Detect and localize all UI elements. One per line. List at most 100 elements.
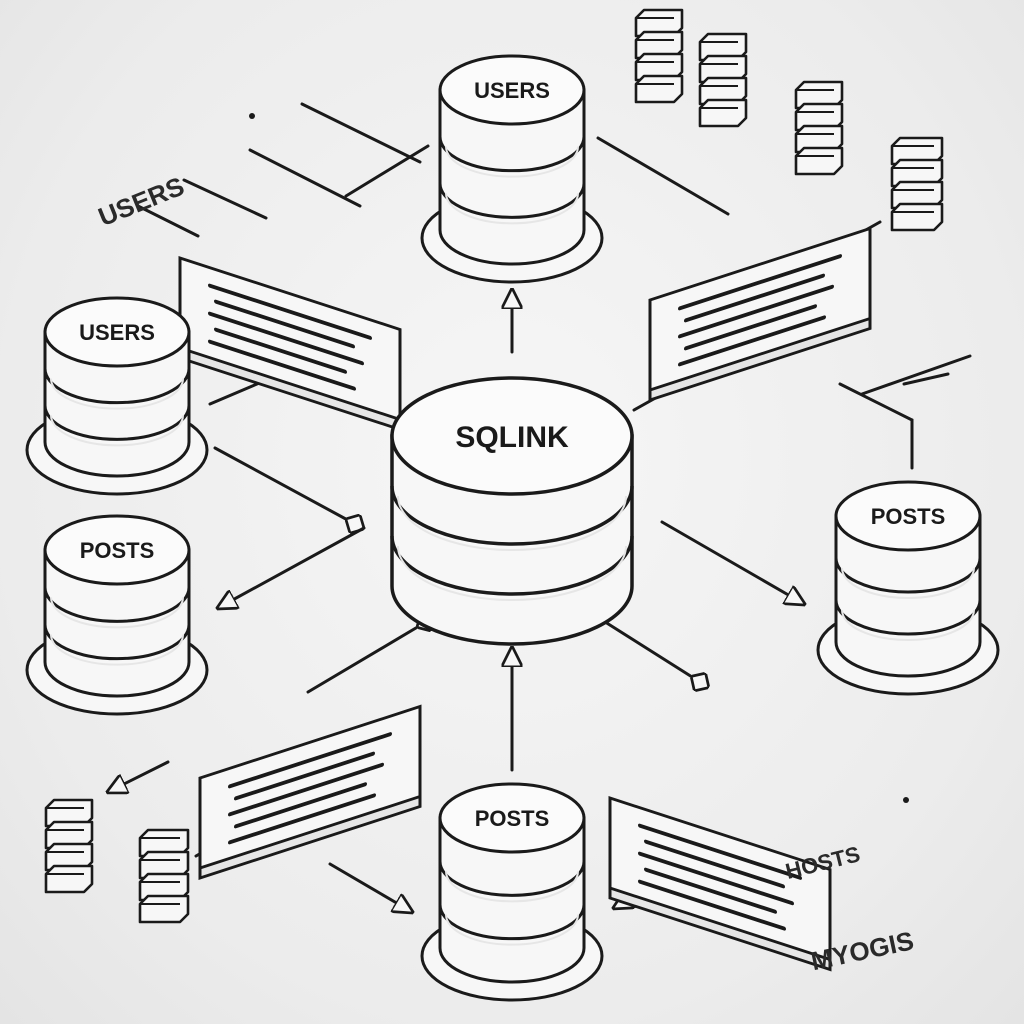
- dot: [249, 113, 255, 119]
- server-stack-icon: [44, 820, 94, 850]
- database-bottom-body: [438, 816, 586, 984]
- database-icon: [43, 514, 191, 586]
- connector-right-posts: [838, 382, 914, 422]
- connector-center-left-lower: [218, 526, 366, 608]
- server-stack-icon: [634, 52, 684, 82]
- server-stack-stack-bottom-2: [138, 828, 190, 924]
- connector-top-right-1: [596, 136, 730, 216]
- databases: USERS USERS POSTS POSTS POSTS SQLINK: [25, 54, 1000, 1002]
- connector-top-left-1: [300, 102, 422, 164]
- connector-center-lower-left: [306, 622, 426, 694]
- document-text-line: [644, 867, 777, 914]
- document-text-line: [228, 732, 392, 789]
- server-stack-icon: [698, 32, 748, 62]
- database-left-lower-band-shade: [50, 597, 184, 629]
- database-center-sqlink-band: [390, 535, 634, 596]
- connector-center-left-upper: [213, 446, 355, 524]
- server-stack-icon: [44, 842, 94, 872]
- database-left-upper-band-shade: [50, 415, 184, 447]
- database-icon: [834, 480, 982, 552]
- server-stack-icon: [794, 102, 844, 132]
- server-stack-icon: [634, 30, 684, 60]
- document-text-line: [214, 299, 355, 349]
- connector-center-lower-right: [600, 618, 700, 682]
- database-center-sqlink-band-shade: [397, 495, 627, 551]
- connector-right-misc-2: [902, 372, 950, 386]
- database-left-upper-band-shade: [50, 378, 184, 410]
- document-text-line: [638, 879, 786, 931]
- server-stack-icon: [890, 180, 944, 210]
- document-card-doc-upper-right[interactable]: [648, 226, 872, 402]
- server-stack-icon: [44, 864, 94, 894]
- server-stack-icon: [698, 98, 748, 128]
- server-stack-stack-top-1: [634, 8, 684, 104]
- connector-bottom-center-left: [328, 862, 412, 912]
- database-top-label: USERS: [474, 78, 550, 103]
- server-stack-icon: [634, 8, 684, 38]
- server-stack-stack-top-3: [794, 80, 844, 176]
- document-card-doc-upper-left[interactable]: [178, 256, 402, 432]
- database-top-band-shade: [445, 146, 579, 178]
- document-text-line: [214, 327, 347, 374]
- server-stack-icon: [138, 850, 190, 880]
- server-stack-icon: [138, 872, 190, 902]
- document-text-line: [234, 751, 375, 801]
- connector-right-misc-1: [860, 354, 972, 396]
- database-icon: [438, 782, 586, 854]
- document-text-line: [208, 339, 356, 391]
- database-left-lower[interactable]: POSTS: [25, 514, 209, 716]
- database-top[interactable]: USERS: [420, 54, 604, 284]
- server-stacks: [44, 8, 944, 924]
- database-left-upper[interactable]: USERS: [25, 296, 209, 496]
- database-center-sqlink-label: SQLINK: [455, 421, 569, 454]
- document-text-line: [638, 851, 794, 906]
- document-text-line: [678, 315, 826, 367]
- server-stack-stack-top-2: [698, 32, 748, 128]
- database-bottom-band-shade: [445, 914, 579, 946]
- document-text-line: [638, 823, 802, 880]
- connectors: [108, 102, 972, 912]
- connector-top-center: [344, 144, 430, 198]
- server-stack-icon: [794, 80, 844, 110]
- server-stack-icon: [698, 54, 748, 84]
- server-stack-icon: [890, 202, 944, 232]
- server-stack-icon: [794, 124, 844, 154]
- database-left-lower-label: POSTS: [80, 538, 155, 563]
- database-right-label: POSTS: [871, 504, 946, 529]
- connector-top-left-4: [136, 204, 200, 238]
- document-text-line: [678, 284, 834, 339]
- database-bottom[interactable]: POSTS: [420, 782, 604, 1002]
- dot: [903, 797, 909, 803]
- database-right-band-shade: [841, 609, 975, 641]
- database-center-sqlink[interactable]: SQLINK: [390, 376, 634, 646]
- server-stack-icon: [634, 74, 684, 104]
- database-right-band-shade: [841, 567, 975, 599]
- database-icon: [438, 54, 586, 126]
- document-text-line: [684, 304, 817, 351]
- database-center-sqlink-band: [390, 485, 634, 546]
- connector-top-left-2: [248, 148, 362, 208]
- server-stack-icon: [794, 146, 844, 176]
- document-text-line: [644, 839, 785, 889]
- server-stack-icon: [44, 798, 94, 828]
- server-stack-icon: [138, 828, 190, 858]
- document-card-doc-lower-right[interactable]: [608, 796, 832, 972]
- document-text-line: [228, 762, 384, 817]
- documents: [178, 226, 872, 972]
- document-text-line: [678, 254, 842, 311]
- document-text-line: [228, 793, 376, 845]
- database-right[interactable]: POSTS: [816, 480, 1000, 696]
- document-text-line: [208, 283, 372, 340]
- connector-center-right: [660, 520, 804, 604]
- server-stack-icon: [890, 136, 944, 166]
- server-stack-icon: [138, 894, 190, 924]
- document-text-line: [234, 782, 367, 829]
- database-top-band-shade: [445, 193, 579, 225]
- document-card-doc-lower-left[interactable]: [198, 704, 422, 880]
- database-left-lower-band-shade: [50, 634, 184, 666]
- server-stack-stack-top-4: [890, 136, 944, 232]
- document-text-line: [208, 311, 364, 366]
- database-bottom-band-shade: [445, 871, 579, 903]
